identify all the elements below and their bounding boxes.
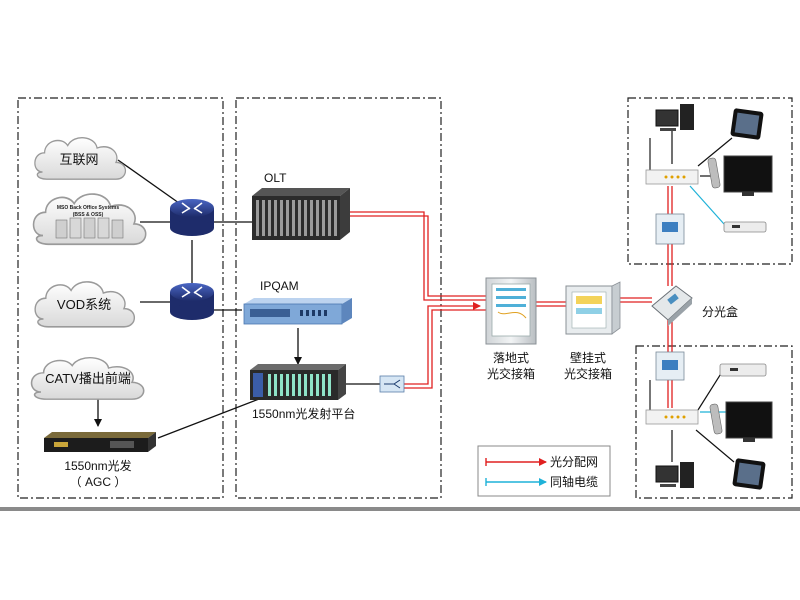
legend-fiber-label: 光分配网 <box>550 455 598 469</box>
fiber-platform-to-cabinet-a <box>404 302 481 385</box>
link-internet-router <box>117 159 187 209</box>
desktop-pc-icon <box>655 462 694 488</box>
ipqam-label: IPQAM <box>260 279 299 293</box>
legend: 光分配网 同轴电缆 <box>477 445 611 497</box>
link-tablet-router-top <box>697 137 733 167</box>
router-bottom <box>170 283 214 320</box>
router-wifi-icon <box>645 380 699 425</box>
internet-label: 互联网 <box>59 152 98 167</box>
link-transmitter-platform <box>157 392 273 439</box>
office-region <box>235 97 442 499</box>
set-top-box-icon <box>719 363 767 377</box>
olt-label: OLT <box>264 171 287 185</box>
floor-cabinet-label-line1: 落地式 <box>493 351 529 365</box>
set-top-box-icon <box>723 221 767 233</box>
legend-coax-label: 同轴电缆 <box>550 474 598 489</box>
onu-bottom <box>655 351 685 381</box>
fiber-links <box>300 186 673 408</box>
floor-cabinet-device <box>485 277 537 345</box>
desktop-pc-icon <box>655 104 694 131</box>
onu-icon <box>655 213 685 245</box>
legend-box <box>477 445 611 497</box>
router-wifi-icon <box>645 138 699 185</box>
home-bottom-devices <box>645 363 773 490</box>
onu-icon <box>655 351 685 381</box>
tv-icon <box>723 155 773 196</box>
tablet-icon <box>730 108 764 140</box>
optical-platform-label: 1550nm光发射平台 <box>252 406 355 421</box>
router-icon <box>170 283 214 320</box>
fiber-olt-to-cabinet-a <box>300 215 486 297</box>
mso-label-line1: MSO Back Office Systems <box>57 205 119 211</box>
headend-region <box>17 97 224 499</box>
dashed-regions <box>17 97 793 499</box>
server-rack-icon <box>55 217 124 239</box>
tv-icon <box>725 401 773 442</box>
ipqam-device <box>243 298 352 325</box>
splitter-icon <box>379 375 405 393</box>
router-icon <box>170 199 214 236</box>
home-region-bottom <box>635 345 793 499</box>
transmitter-device <box>44 432 156 452</box>
floor-cabinet-label-line2: 光交接箱 <box>487 366 535 381</box>
mso-label-line2: (BSS & OSS) <box>73 212 104 218</box>
home-top-devices <box>645 104 773 233</box>
catv-label: CATV播出前端 <box>45 371 131 386</box>
tablet-icon <box>732 458 766 490</box>
black-links <box>94 159 380 439</box>
splitter-box-device <box>651 285 693 326</box>
home-region-top <box>627 97 793 265</box>
vod-label: VOD系统 <box>57 297 111 312</box>
transmitter-label-line2: （ AGC ） <box>70 475 127 489</box>
transmitter-label-line1: 1550nm光发 <box>64 458 131 473</box>
wall-cabinet-label-line2: 光交接箱 <box>564 366 612 381</box>
splitter-box-label: 分光盒 <box>702 304 738 319</box>
router-top <box>170 199 214 236</box>
wall-cabinet-label-line1: 壁挂式 <box>570 350 606 365</box>
bottom-separator <box>0 507 800 511</box>
link-stb-router-bottom <box>697 371 723 411</box>
remote-control-icon <box>707 157 721 189</box>
coax-top <box>689 185 725 225</box>
onu-top <box>655 213 685 245</box>
wall-cabinet-device <box>565 281 621 335</box>
remote-control-icon <box>709 403 723 435</box>
fiber-olt-to-cabinet-b <box>319 208 486 301</box>
fiber-platform-to-cabinet-b <box>404 309 486 389</box>
optical-platform-device <box>250 364 346 400</box>
link-tablet-router-bottom <box>695 429 735 463</box>
olt-device <box>252 188 350 240</box>
